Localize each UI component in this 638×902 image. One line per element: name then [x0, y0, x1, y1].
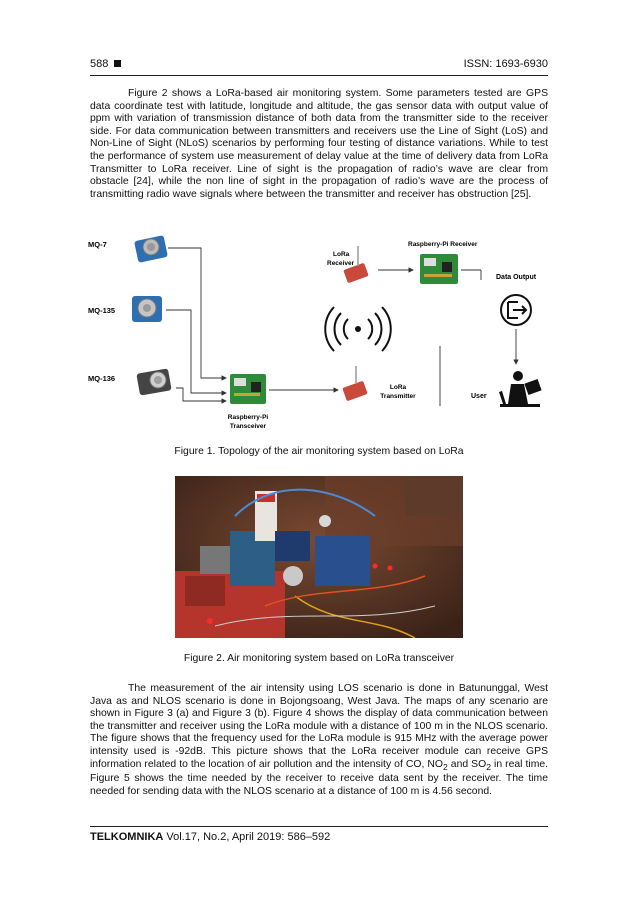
figure-2-caption: Figure 2. Air monitoring system based on…: [183, 653, 455, 664]
page-header: 588 ISSN: 1693-6930: [90, 58, 548, 74]
sensor-label-mq7: MQ-7: [88, 240, 107, 249]
receiver-label-1: LoRa: [333, 251, 350, 258]
transceiver-label-2: Transceiver: [230, 423, 267, 430]
user-label: User: [471, 393, 487, 400]
sensor-label-mq135: MQ-135: [88, 306, 115, 315]
paragraph-1: Figure 2 shows a LoRa-based air monitori…: [90, 88, 548, 200]
raspberry-pi-transceiver-board: [230, 374, 266, 404]
journal-citation: Vol.17, No.2, April 2019: 586–592: [163, 831, 331, 843]
square-bullet-icon: [114, 60, 122, 67]
transmitter-label-1: LoRa: [390, 384, 407, 391]
journal-name: TELKOMNIKA: [90, 831, 164, 843]
lora-receiver-module: [343, 246, 369, 283]
mq135-sensor: [132, 296, 162, 322]
header-rule: [90, 75, 548, 76]
receiver-label-2: Receiver: [327, 260, 355, 267]
wireless-signal-icon: [324, 306, 392, 352]
rpi-receiver-label: Raspberry-Pi Receiver: [408, 241, 478, 248]
mq136-sensor: [136, 368, 172, 396]
sensor-label-mq136: MQ-136: [88, 374, 115, 383]
figure-2-photo: [175, 476, 463, 638]
data-output-icon: [500, 294, 532, 326]
paragraph-2: The measurement of the air intensity usi…: [90, 683, 549, 797]
footer-rule: [90, 826, 548, 827]
issn: ISSN: 1693-6930: [463, 58, 548, 70]
transceiver-label-1: Raspberry-Pi: [228, 414, 269, 421]
mq7-sensor: [134, 235, 168, 263]
data-output-label: Data Output: [496, 274, 537, 281]
raspberry-pi-receiver-board: [420, 254, 458, 284]
user-at-computer-icon: [499, 371, 542, 407]
lora-transmitter-module: [342, 366, 368, 401]
figure-1-caption: Figure 1. Topology of the air monitoring…: [174, 446, 464, 457]
figure-1-topology: MQ-7 MQ-135 MQ-136 Raspberry-Pi Transcei…: [88, 226, 550, 436]
page-footer: TELKOMNIKA Vol.17, No.2, April 2019: 586…: [90, 831, 330, 843]
transmitter-label-2: Transmitter: [380, 393, 416, 400]
page-number: 588: [90, 58, 122, 70]
